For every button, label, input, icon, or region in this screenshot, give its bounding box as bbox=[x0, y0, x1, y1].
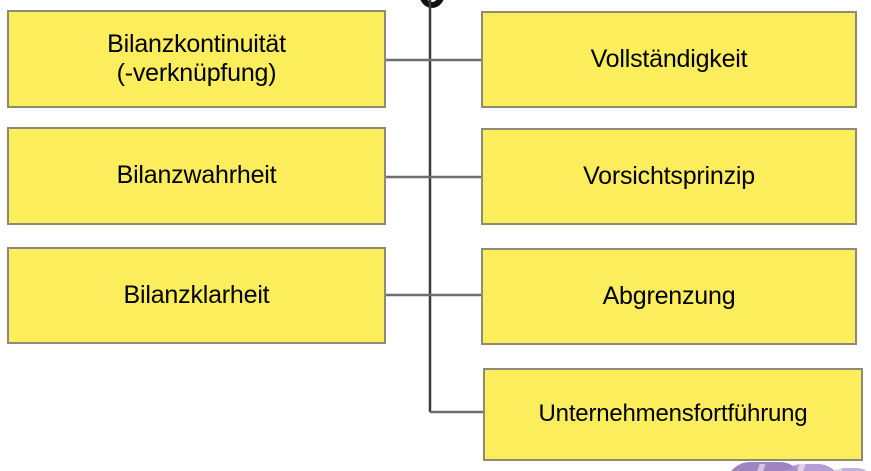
node-vorsichtsprinzip[interactable]: Vorsichtsprinzip bbox=[481, 128, 857, 225]
node-label-abgrenzung: Abgrenzung bbox=[602, 281, 736, 310]
node-label-bilanzkontinuitaet: Bilanzkontinuität (-verknüpfung) bbox=[107, 29, 286, 88]
purple-blob-3 bbox=[824, 468, 871, 471]
node-label-bilanzwahrheit: Bilanzwahrheit bbox=[116, 161, 277, 190]
node-label-vorsichtsprinzip: Vorsichtsprinzip bbox=[583, 161, 755, 190]
node-unternehmensfortfuehrung[interactable]: Unternehmensfortführung bbox=[483, 368, 863, 461]
node-bilanzwahrheit[interactable]: Bilanzwahrheit bbox=[7, 127, 386, 225]
node-label-bilanzklarheit: Bilanzklarheit bbox=[123, 280, 270, 309]
purple-decoration-artifact bbox=[726, 458, 871, 471]
purple-blob-1 bbox=[726, 462, 804, 471]
node-abgrenzung[interactable]: Abgrenzung bbox=[481, 248, 857, 345]
purple-blob-2 bbox=[778, 464, 842, 471]
node-label-unternehmensfortfuehrung: Unternehmensfortführung bbox=[538, 400, 808, 428]
node-bilanzkontinuitaet[interactable]: Bilanzkontinuität (-verknüpfung) bbox=[7, 10, 386, 108]
node-vollstaendigkeit[interactable]: Vollständigkeit bbox=[481, 11, 857, 108]
cut-off-descender-glyph bbox=[419, 0, 445, 8]
node-label-vollstaendigkeit: Vollständigkeit bbox=[590, 44, 748, 73]
node-bilanzklarheit[interactable]: Bilanzklarheit bbox=[7, 247, 386, 344]
